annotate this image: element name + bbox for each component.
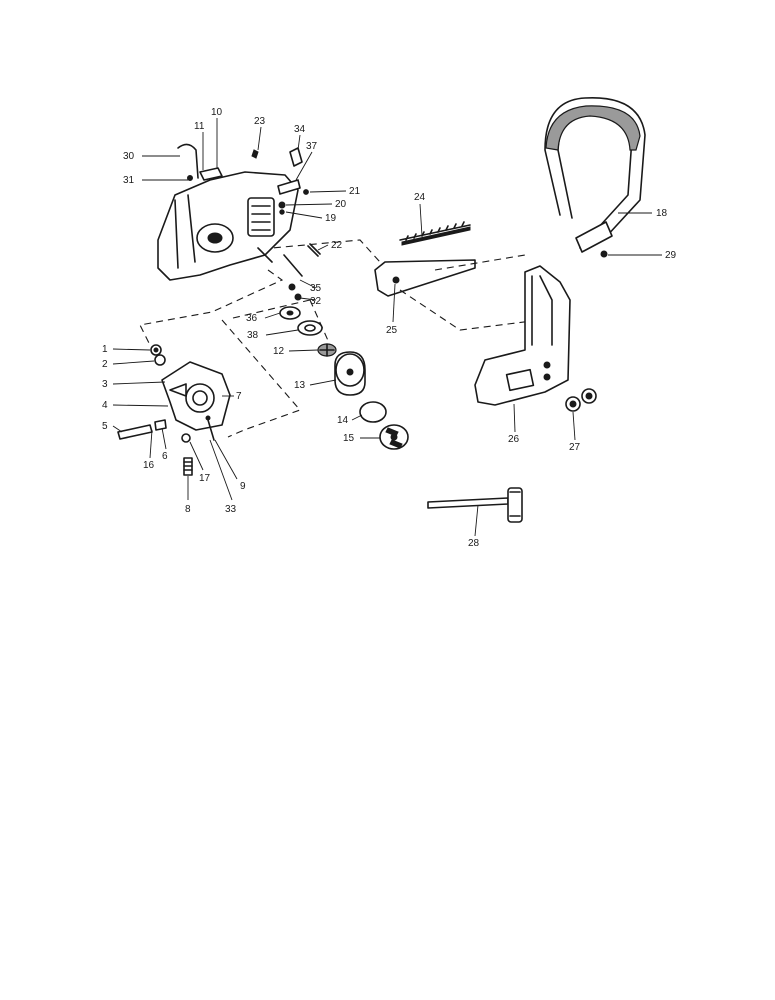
front-handle xyxy=(544,97,646,258)
callout-14: 14 xyxy=(337,415,349,426)
callout-9: 9 xyxy=(240,481,246,492)
callout-13: 13 xyxy=(294,380,306,391)
callout-10: 10 xyxy=(211,107,223,118)
guide-bar-and-chain xyxy=(374,221,476,297)
callout-11: 11 xyxy=(194,121,205,132)
crankcase-housing xyxy=(157,143,299,281)
callout-25: 25 xyxy=(386,325,398,336)
callout-37: 37 xyxy=(306,141,318,152)
callout-8: 8 xyxy=(185,504,191,515)
callout-32: 32 xyxy=(310,296,322,307)
callout-5: 5 xyxy=(102,421,108,432)
callout-3: 3 xyxy=(102,379,108,390)
callout-22: 22 xyxy=(331,240,343,251)
callout-33: 33 xyxy=(225,504,237,515)
callout-28: 28 xyxy=(468,538,480,549)
callout-26: 26 xyxy=(508,434,520,445)
callout-19: 19 xyxy=(325,213,337,224)
callout-17: 17 xyxy=(199,473,211,484)
callout-16: 16 xyxy=(143,460,155,471)
callout-34: 34 xyxy=(294,124,306,135)
bar-nuts xyxy=(565,388,597,412)
callout-29: 29 xyxy=(665,250,677,261)
callout-21: 21 xyxy=(349,186,361,197)
callout-4: 4 xyxy=(102,400,108,411)
callout-30: 30 xyxy=(123,151,135,162)
scrench-tool xyxy=(427,487,523,523)
leader-lines xyxy=(112,118,662,537)
callout-27: 27 xyxy=(569,442,581,453)
callout-numbers: 10 11 23 34 37 30 31 21 20 19 24 22 35 3… xyxy=(102,107,677,549)
clutch-cover xyxy=(474,265,597,412)
callout-12: 12 xyxy=(273,346,285,357)
callout-20: 20 xyxy=(335,199,347,210)
small-hardware-top xyxy=(251,147,321,301)
callout-31: 31 xyxy=(123,175,135,186)
callout-18: 18 xyxy=(656,208,668,219)
callout-23: 23 xyxy=(254,116,266,127)
clutch-assembly xyxy=(279,306,409,450)
callout-7: 7 xyxy=(236,391,242,402)
callout-38: 38 xyxy=(247,330,259,341)
callout-36: 36 xyxy=(246,313,258,324)
assembly-dashed-lines xyxy=(139,239,541,438)
callout-15: 15 xyxy=(343,433,355,444)
callout-24: 24 xyxy=(414,192,426,203)
callout-6: 6 xyxy=(162,451,168,462)
oil-pump-assembly xyxy=(117,344,231,476)
callout-35: 35 xyxy=(310,283,322,294)
callout-2: 2 xyxy=(102,359,108,370)
callout-1: 1 xyxy=(102,344,108,355)
